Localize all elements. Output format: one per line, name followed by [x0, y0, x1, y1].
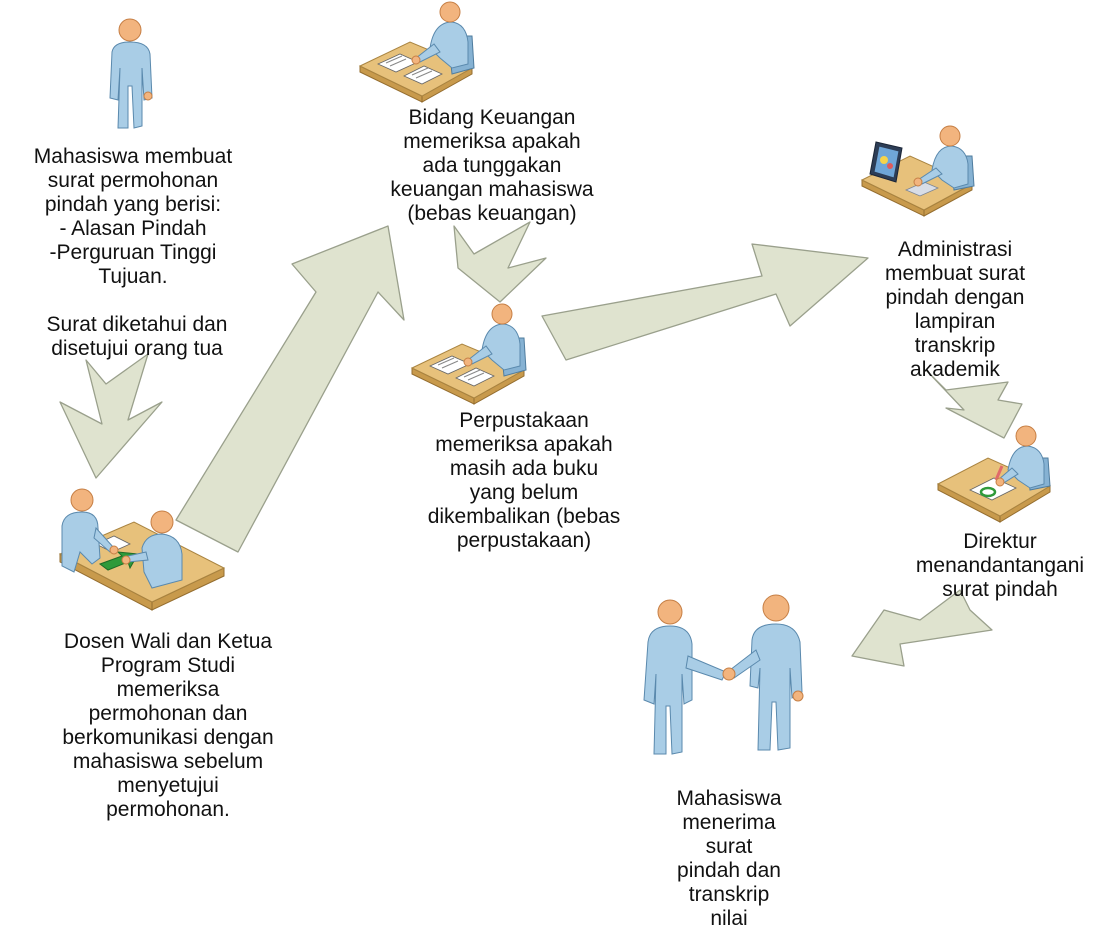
arrow-advisor-to-finance — [175, 225, 405, 553]
step-director-sign: Direktur menandantangani surat pindah — [915, 530, 1085, 601]
signing-desk-icon — [936, 425, 1052, 523]
arrow-request-to-advisor — [59, 353, 163, 479]
arrow-finance-to-library — [453, 221, 547, 303]
arrow-admin-to-director — [925, 369, 1023, 439]
step-parent-approval: Surat diketahui dan disetujui orang tua — [46, 313, 228, 360]
standing-person-icon — [109, 18, 153, 129]
step-student-receive: Mahasiswa menerima surat pindah dan tran… — [676, 787, 782, 930]
step-advisor-review: Dosen Wali dan Ketua Program Studi memer… — [62, 630, 274, 821]
step-student-request: Mahasiswa membuat surat permohonan pinda… — [33, 145, 233, 288]
handshake-icon — [643, 594, 804, 755]
desk-worker-icon — [359, 1, 475, 103]
arrow-director-to-student — [851, 589, 993, 667]
step-admin-letter: Administrasi membuat surat pindah dengan… — [884, 238, 1026, 381]
step-library-check: Perpustakaan memeriksa apakah masih ada … — [427, 409, 621, 552]
meeting-desk-icon — [58, 488, 226, 611]
computer-desk-icon — [860, 125, 975, 217]
desk-worker-icon — [411, 303, 527, 405]
arrow-library-to-admin — [541, 243, 869, 361]
step-finance-check: Bidang Keuangan memeriksa apakah ada tun… — [390, 106, 594, 225]
flow-arrows — [59, 221, 1023, 667]
